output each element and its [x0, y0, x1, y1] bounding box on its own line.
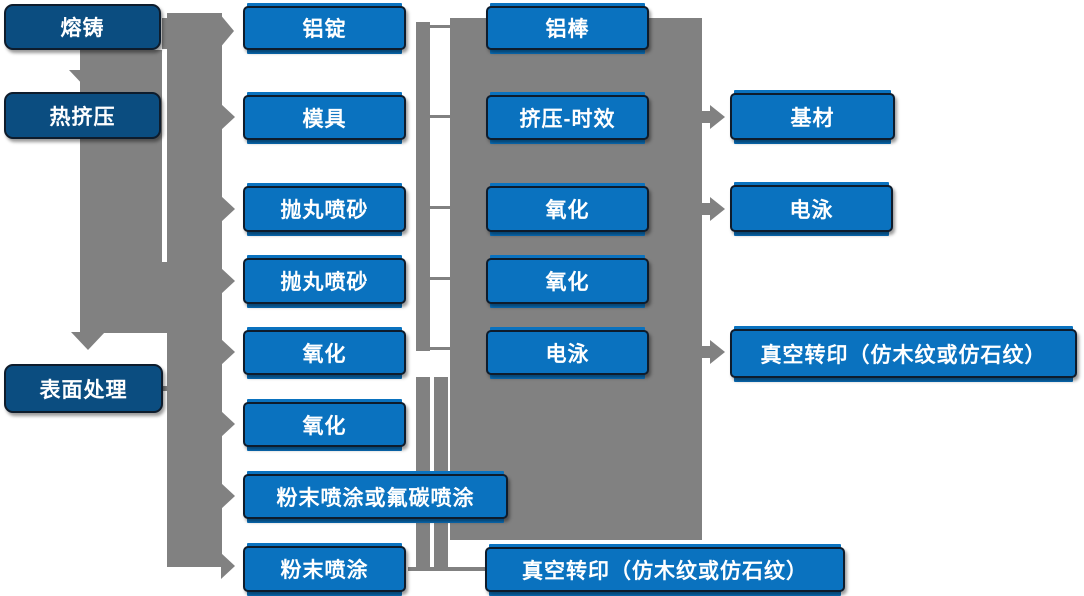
- connector-band-merge: [162, 262, 168, 333]
- node-powder-coating: 粉末喷涂: [243, 546, 406, 592]
- arrow-to-oxidation-1-icon: [221, 339, 235, 365]
- node-electrophoresis-1: 电泳: [486, 330, 649, 375]
- node-vacuum-transfer-print-1: 真空转印（仿木纹或仿石纹）: [485, 547, 845, 592]
- node-hot-extrusion: 热挤压: [4, 92, 161, 139]
- connector-tick-row1: [429, 25, 454, 28]
- node-mold: 模具: [243, 95, 406, 140]
- connector-bottom-link: [408, 567, 486, 571]
- arrow-to-shot-blasting-1-icon: [221, 196, 235, 222]
- arrow-down-to-hot-extrusion-icon: [69, 70, 103, 88]
- node-oxidation-3: 氧化: [486, 186, 649, 232]
- node-aluminum-ingot: 铝锭: [243, 6, 406, 50]
- node-base-material: 基材: [730, 93, 895, 140]
- connector-tick-row2: [429, 115, 454, 118]
- node-electrophoresis-2: 电泳: [730, 185, 893, 232]
- node-oxidation-1: 氧化: [243, 330, 406, 375]
- connector-tick-row3: [429, 206, 454, 209]
- arrow-to-powder-coating-icon: [221, 553, 235, 579]
- connector-band-right: [167, 13, 222, 567]
- node-aluminum-rod: 铝棒: [486, 6, 649, 50]
- arrow-to-base-material-icon: [710, 105, 725, 129]
- node-melting-casting: 熔铸: [4, 4, 161, 50]
- arrow-to-oxidation-2-icon: [221, 411, 235, 437]
- node-shot-blasting-1: 抛丸喷砂: [243, 186, 406, 232]
- arrow-to-vacuum-transfer-icon: [710, 340, 725, 364]
- node-powder-or-fluorocarbon-coating: 粉末喷涂或氟碳喷涂: [243, 474, 508, 519]
- node-extrusion-aging: 挤压-时效: [486, 95, 649, 140]
- connector-tick-row4: [429, 277, 454, 280]
- arrow-to-mold-icon: [221, 104, 235, 130]
- arrow-to-powder-fluorocarbon-icon: [221, 483, 235, 509]
- connector-collector-upper: [416, 22, 430, 351]
- node-shot-blasting-2: 抛丸喷砂: [243, 258, 406, 304]
- arrow-down-to-surface-treatment-icon: [71, 332, 105, 350]
- connector-tick-row5: [429, 347, 454, 350]
- connector-shaft-ingot: [162, 18, 220, 49]
- node-vacuum-transfer-print-2: 真空转印（仿木纹或仿石纹）: [730, 329, 1077, 378]
- arrow-to-shot-blasting-2-icon: [221, 268, 235, 294]
- connector-band-separator: [162, 50, 167, 262]
- connector-surface-treatment-link: [160, 386, 170, 391]
- connector-stub-electrophoresis: [702, 203, 711, 215]
- arrow-to-ingot-icon: [219, 13, 234, 49]
- connector-stub-base-material: [702, 111, 711, 123]
- connector-stub-vacuum-transfer: [702, 346, 711, 358]
- arrow-to-electrophoresis-icon: [710, 197, 725, 221]
- node-oxidation-4: 氧化: [486, 258, 649, 304]
- node-oxidation-2: 氧化: [243, 402, 406, 447]
- node-surface-treatment: 表面处理: [4, 364, 163, 413]
